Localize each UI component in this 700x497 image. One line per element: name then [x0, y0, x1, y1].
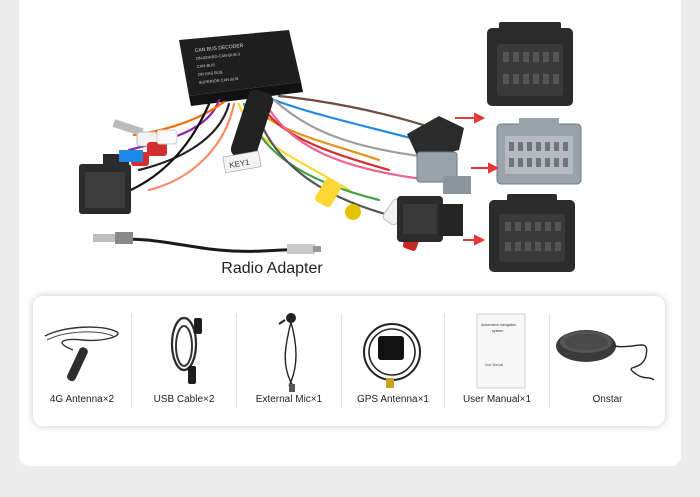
accessory-label: User Manual×1: [462, 394, 532, 405]
rca-plugs: [112, 119, 422, 251]
decoder-module: CAN BUS DECODER ON-BOARD-CAN-BUS-3 CAN-B…: [179, 30, 303, 106]
key-tag-text: KEY1: [229, 157, 251, 170]
external-mic-icon: [278, 313, 297, 392]
red-arrows: [455, 112, 500, 246]
left-connectors: [79, 150, 143, 214]
connector-middle: [496, 118, 582, 185]
divider: [341, 314, 342, 408]
onstar-icon: [556, 330, 655, 381]
connector-top: [487, 22, 573, 106]
wiring-harness-illustration: CAN BUS DECODER ON-BOARD-CAN-BUS-3 CAN-B…: [79, 22, 582, 272]
module-text-line-4: ON DAS BUS: [198, 69, 223, 77]
divider: [444, 314, 445, 408]
product-card: CAN BUS DECODER ON-BOARD-CAN-BUS-3 CAN-B…: [19, 0, 681, 466]
user-manual-icon: Automotive navigation system User Manual: [476, 313, 526, 389]
accessory-label: GPS Antenna×1: [356, 394, 429, 405]
usb-cable-icon: [170, 316, 202, 384]
wire-sleeve: [230, 89, 274, 161]
connector-bottom: [489, 194, 575, 272]
4g-antenna-icon: [44, 326, 119, 382]
module-text-line-2: ON-BOARD-CAN-BUS-3: [196, 51, 241, 61]
accessory-usb-cable: USB Cable×2: [132, 296, 236, 426]
divider: [549, 314, 550, 408]
divider: [131, 314, 132, 408]
accessory-user-manual: Automotive navigation system User Manual…: [445, 296, 549, 426]
gps-antenna-icon: [363, 323, 421, 388]
accessory-label: External Mic×1: [255, 394, 323, 405]
accessory-4g-antenna: 4G Antenna×2: [33, 296, 131, 426]
radio-adapter-label: Radio Adapter: [221, 260, 323, 277]
accessory-onstar: Onstar: [550, 296, 665, 426]
accessory-label: USB Cable×2: [153, 394, 215, 405]
accessory-external-mic: External Mic×1: [237, 296, 341, 426]
accessory-label: 4G Antenna×2: [49, 394, 115, 405]
module-text-line-5: SUPERIOR CAN BUS: [199, 76, 239, 85]
module-text-line-1: CAN BUS DECODER: [195, 43, 244, 54]
middle-connectors: [397, 116, 471, 242]
manual-title-line-1: Automotive navigation: [481, 323, 516, 327]
module-text-line-3: CAN-BUS: [197, 62, 216, 69]
accessory-label: Onstar: [592, 394, 623, 405]
accessories-panel: 4G Antenna×2 USB Cable×2 External Mic×1: [33, 296, 665, 426]
divider: [236, 314, 237, 408]
accessory-gps-antenna: GPS Antenna×1: [342, 296, 444, 426]
radio-adapter-image: CAN BUS DECODER ON-BOARD-CAN-BUS-3 CAN-B…: [19, 0, 681, 290]
manual-title-line-2: system: [492, 329, 503, 333]
antenna-adapter-cable: [93, 232, 321, 254]
manual-footer-text: User Manual: [485, 363, 503, 367]
key-tag: KEY1: [222, 150, 262, 174]
